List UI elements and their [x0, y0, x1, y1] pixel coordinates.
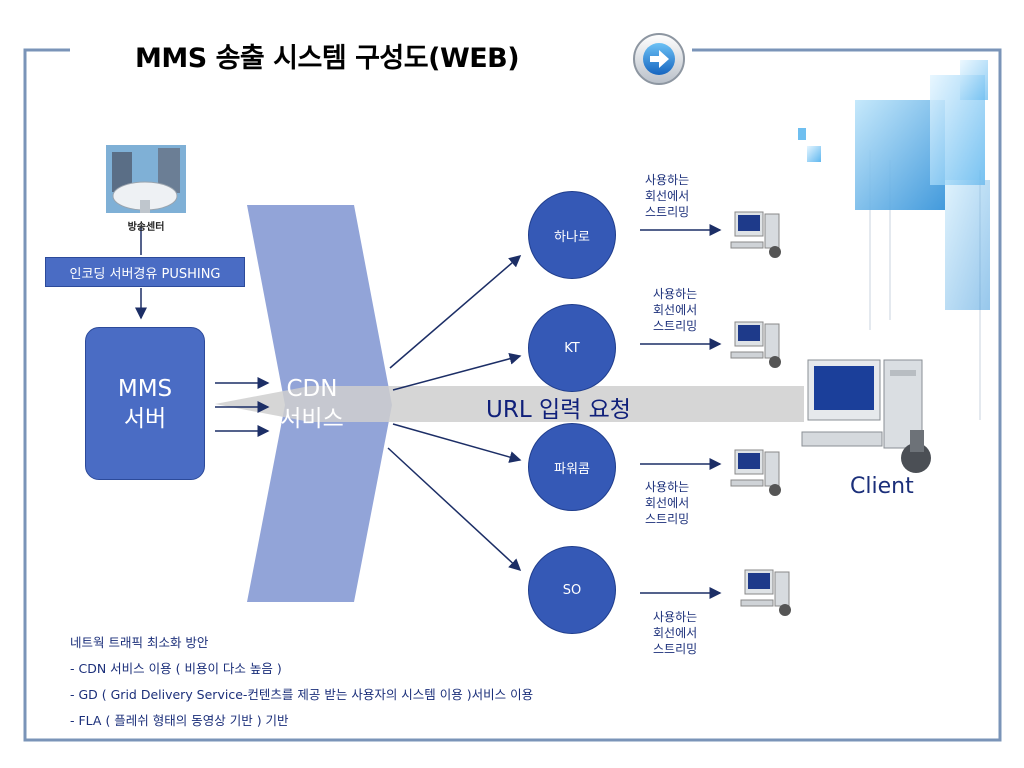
pc-icon-2 [730, 321, 781, 368]
pc-icon-1 [730, 211, 781, 258]
isp-node-hanaro: 하나로 [528, 191, 616, 279]
cdn-line1: CDN [286, 376, 338, 402]
cdn-line2: 서비스 [280, 406, 344, 432]
station-label: 방송센터 [127, 222, 165, 233]
isp-node-kt: KT [528, 304, 616, 392]
pc-icon-4 [740, 569, 791, 616]
satellite-dish-building-icon [106, 145, 186, 213]
isp-note-2-line3: 스트리밍 [653, 319, 698, 333]
isp-note-2-line2: 회선에서 [653, 303, 698, 317]
mms-server-box: MMS 서버 [85, 327, 205, 480]
isp-note-2-line1: 사용하는 [653, 287, 698, 301]
pc-icon-3 [730, 449, 781, 496]
isp-note-2: 사용하는 회선에서 스트리밍 [653, 286, 697, 334]
client-pc-icon [801, 359, 931, 473]
isp-note-1-line1: 사용하는 [645, 173, 690, 187]
isp-note-3-line2: 회선에서 [645, 496, 690, 510]
page-title: MMS 송출 시스템 구성도(WEB) [135, 43, 520, 74]
bottom-note-1: - CDN 서비스 이용 ( 비용이 다소 높음 ) [70, 661, 282, 676]
isp-note-1-line2: 회선에서 [645, 189, 690, 203]
isp-note-3: 사용하는 회선에서 스트리밍 [645, 479, 689, 527]
mms-server-line2: 서버 [123, 405, 167, 432]
isp-note-4-line1: 사용하는 [653, 610, 698, 624]
cdn-label: CDN 서비스 [262, 374, 362, 434]
encode-server-box: 인코딩 서버경유 PUSHING [45, 257, 245, 287]
url-request-band [215, 386, 804, 422]
isp-node-powercom: 파워콤 [528, 423, 616, 511]
bottom-note-heading: 네트웍 트래픽 최소화 방안 [70, 635, 209, 650]
isp-note-4-line2: 회선에서 [653, 626, 698, 640]
client-label: Client [850, 474, 914, 499]
url-request-label: URL 입력 요청 [486, 397, 631, 423]
isp-note-3-line3: 스트리밍 [645, 512, 690, 526]
isp-note-1: 사용하는 회선에서 스트리밍 [645, 172, 689, 220]
page-frame [23, 48, 1002, 742]
isp-node-so: SO [528, 546, 616, 634]
decorative-cubes [798, 60, 990, 420]
isp-note-4: 사용하는 회선에서 스트리밍 [653, 609, 697, 657]
isp-note-4-line3: 스트리밍 [653, 642, 698, 656]
arrow-right-circle-icon[interactable] [633, 33, 685, 85]
bottom-note-2: - GD ( Grid Delivery Service-컨텐츠를 제공 받는 … [70, 687, 534, 702]
mms-server-line1: MMS [117, 375, 173, 402]
bottom-note-3: - FLA ( 플레쉬 형태의 동영상 기반 ) 기반 [70, 713, 289, 728]
isp-note-3-line1: 사용하는 [645, 480, 690, 494]
isp-note-1-line3: 스트리밍 [645, 205, 690, 219]
